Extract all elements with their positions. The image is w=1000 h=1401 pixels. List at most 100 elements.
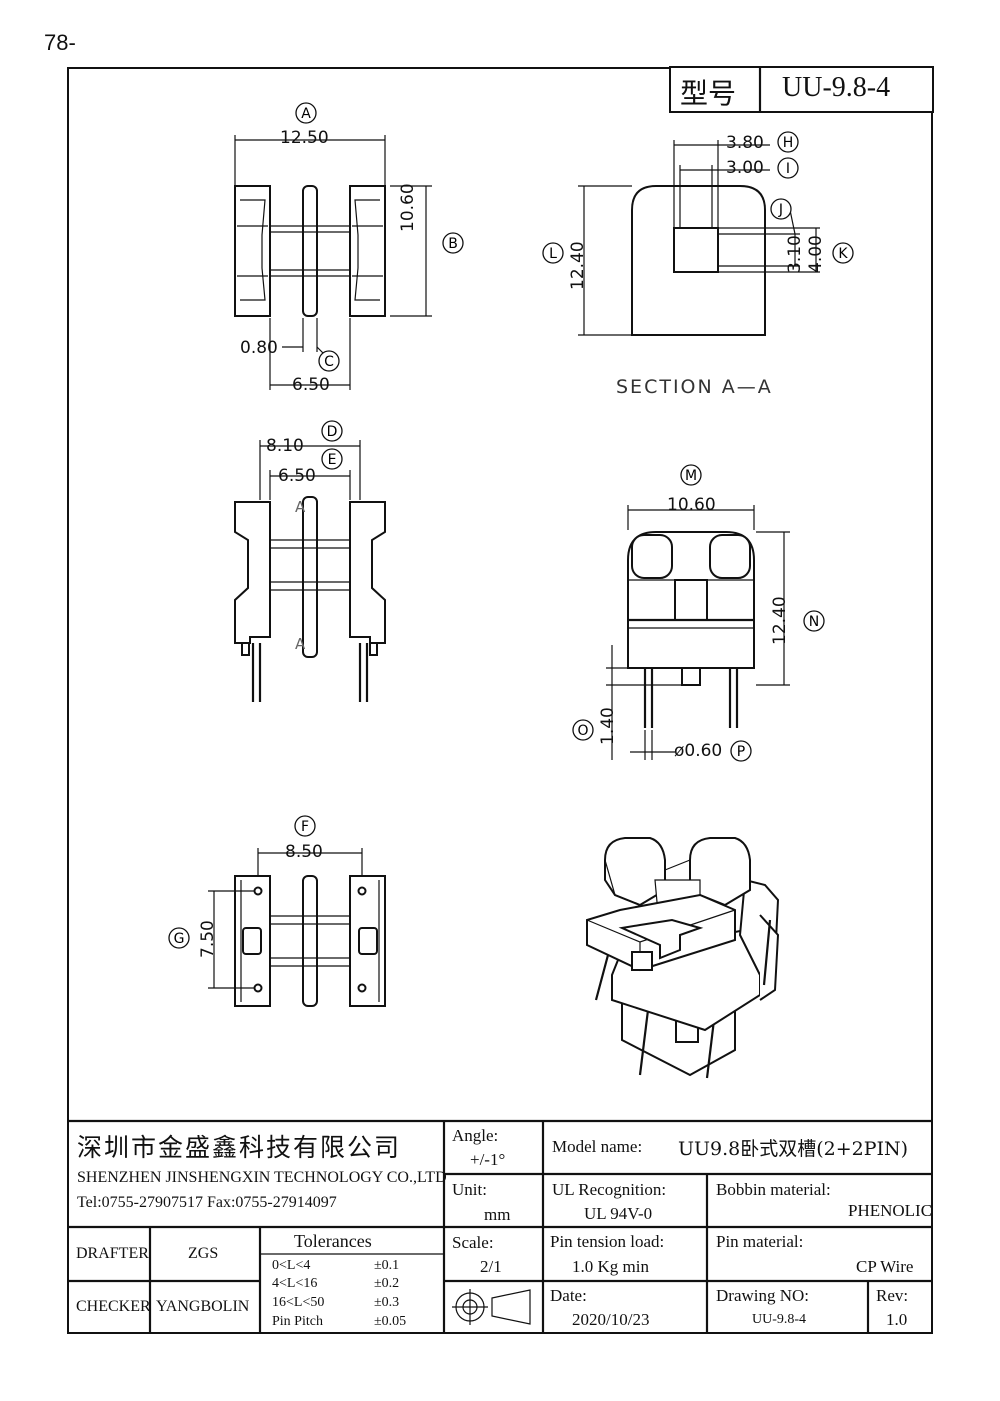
company-name-cn: 深圳市金盛鑫科技有限公司 bbox=[77, 1133, 402, 1162]
dim-g-value: 7.50 bbox=[198, 920, 218, 958]
model-name-value: UU9.8卧式双槽(2+2PIN) bbox=[678, 1138, 909, 1160]
dim-letter-m-text: M bbox=[685, 468, 697, 484]
dim-j-text: 3.10 bbox=[785, 235, 805, 273]
dim-letter-h-text: H bbox=[783, 135, 794, 151]
dim-letter-p-text: P bbox=[737, 744, 745, 760]
dim-letter-d: D bbox=[321, 420, 343, 447]
dim-letter-k: K bbox=[832, 242, 854, 269]
drawing-no-value: UU-9.8-4 bbox=[752, 1312, 807, 1327]
dim-letter-f: F bbox=[294, 815, 316, 842]
dim-letter-f-text: F bbox=[301, 819, 309, 835]
page-number: 78- bbox=[44, 30, 76, 55]
dim-j-value: 3.10 bbox=[785, 235, 805, 273]
dim-letter-k-text: K bbox=[838, 246, 848, 262]
dim-letter-e: E bbox=[321, 448, 343, 475]
date-value: 2020/10/23 bbox=[572, 1310, 650, 1329]
dim-i-value: 3.00 bbox=[726, 158, 764, 178]
drafter-label: DRAFTER bbox=[76, 1245, 149, 1262]
pin-tension-value: 1.0 Kg min bbox=[572, 1257, 649, 1276]
dim-letter-m: M bbox=[680, 464, 702, 491]
dim-letter-n: N bbox=[803, 610, 825, 637]
dim-l-value: 12.40 bbox=[568, 241, 588, 290]
dim-letter-b: B bbox=[442, 232, 464, 259]
section-mark-bottom: A bbox=[295, 635, 306, 653]
dim-g-text: 7.50 bbox=[198, 920, 218, 958]
tolerance-range-3: 16<L<50 bbox=[272, 1295, 325, 1310]
drawing-no-label: Drawing NO: bbox=[716, 1286, 810, 1305]
dim-letter-i-text: I bbox=[786, 161, 790, 177]
dim-e-value: 6.50 bbox=[278, 466, 316, 486]
date-label: Date: bbox=[550, 1286, 587, 1305]
tolerance-value-4: ±0.05 bbox=[374, 1314, 407, 1329]
dim-letter-e-text: E bbox=[328, 452, 337, 468]
side-view bbox=[234, 440, 386, 702]
dim-k-value: 4.00 bbox=[806, 235, 826, 273]
dim-o-text: 1.40 bbox=[598, 707, 618, 745]
pin-material-value: CP Wire bbox=[856, 1257, 914, 1276]
dim-letter-d-text: D bbox=[327, 424, 338, 440]
model-name-label: Model name: bbox=[552, 1137, 643, 1156]
pin-tension-label: Pin tension load: bbox=[550, 1232, 665, 1251]
bobbin-material-label: Bobbin material: bbox=[716, 1180, 831, 1199]
tolerance-value-1: ±0.1 bbox=[374, 1258, 400, 1273]
dim-letter-i: I bbox=[777, 157, 799, 184]
dim-b-value: 10.60 bbox=[398, 183, 418, 232]
dim-letter-o: O bbox=[572, 719, 594, 746]
dim-a-value: 12.50 bbox=[280, 128, 329, 148]
dim-k-text: 4.00 bbox=[806, 235, 826, 273]
dim-letter-b-text: B bbox=[448, 236, 458, 252]
dim-o-value: 1.40 bbox=[598, 707, 618, 745]
unit-value: mm bbox=[484, 1205, 511, 1224]
dim-letter-h: H bbox=[777, 131, 799, 158]
dim-letter-c-text: C bbox=[324, 354, 334, 370]
title-block-lines bbox=[67, 1119, 933, 1334]
dim-letter-l-text: L bbox=[549, 246, 557, 262]
checker-label: CHECKER bbox=[76, 1298, 151, 1315]
front-view bbox=[234, 135, 432, 390]
unit-label: Unit: bbox=[452, 1180, 487, 1199]
dim-letter-j-text: J bbox=[778, 202, 783, 218]
drawing-frame bbox=[67, 67, 933, 1334]
dim-c-value: 6.50 bbox=[292, 375, 330, 395]
ul-value: UL 94V-0 bbox=[584, 1204, 653, 1223]
rev-label: Rev: bbox=[876, 1286, 909, 1305]
company-contact: Tel:0755-27907517 Fax:0755-27914097 bbox=[77, 1194, 337, 1211]
tolerance-range-2: 4<L<16 bbox=[272, 1276, 318, 1291]
bottom-view bbox=[208, 848, 386, 1007]
section-label: SECTION A—A bbox=[616, 376, 773, 398]
dim-f-value: 8.50 bbox=[285, 842, 323, 862]
dim-letter-n-text: N bbox=[809, 614, 819, 630]
dim-letter-c: C bbox=[318, 350, 340, 377]
model-number: UU-9.8-4 bbox=[782, 72, 891, 103]
dim-letter-g: G bbox=[168, 927, 190, 954]
dim-letter-a-text: A bbox=[301, 106, 311, 122]
dim-p-value: ø0.60 bbox=[674, 741, 723, 761]
tolerances-title: Tolerances bbox=[294, 1231, 372, 1251]
drafter-value: ZGS bbox=[188, 1245, 219, 1262]
dim-d-value: 8.10 bbox=[266, 436, 304, 456]
dim-letter-j: J bbox=[770, 198, 792, 225]
bobbin-material-value: PHENOLIC bbox=[848, 1201, 933, 1220]
dim-letter-p: P bbox=[730, 740, 752, 767]
dim-n-text: 12.40 bbox=[770, 596, 790, 645]
dim-letter-a: A bbox=[295, 102, 317, 129]
tolerance-range-4: Pin Pitch bbox=[272, 1314, 323, 1329]
dim-l-text: 12.40 bbox=[568, 241, 588, 290]
scale-value: 2/1 bbox=[480, 1257, 502, 1276]
section-view bbox=[578, 140, 820, 336]
tolerance-value-2: ±0.2 bbox=[374, 1276, 400, 1291]
ul-label: UL Recognition: bbox=[552, 1180, 667, 1199]
angle-label: Angle: bbox=[452, 1126, 499, 1145]
dim-b-text: 10.60 bbox=[398, 183, 418, 232]
dim-letter-l: L bbox=[542, 242, 564, 269]
end-view bbox=[606, 505, 790, 760]
dim-letter-g-text: G bbox=[174, 931, 185, 947]
angle-value: +/-1° bbox=[470, 1150, 506, 1169]
checker-value: YANGBOLIN bbox=[156, 1298, 250, 1315]
company-name-en: SHENZHEN JINSHENGXIN TECHNOLOGY CO.,LTD bbox=[77, 1169, 447, 1186]
model-label-cn: 型号 bbox=[680, 77, 737, 110]
dim-n-value: 12.40 bbox=[770, 596, 790, 645]
scale-label: Scale: bbox=[452, 1233, 494, 1252]
tolerance-value-3: ±0.3 bbox=[374, 1295, 400, 1310]
